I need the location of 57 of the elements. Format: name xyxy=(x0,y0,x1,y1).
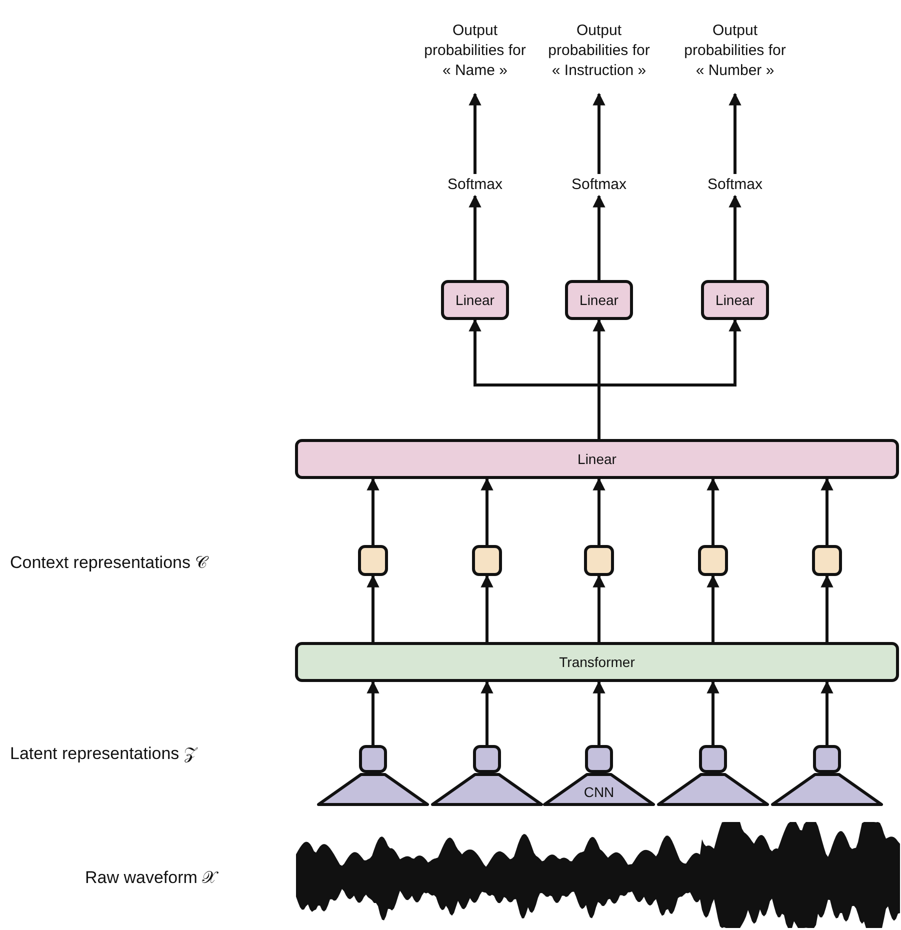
cnn-triangle xyxy=(543,773,655,806)
arrow xyxy=(820,574,834,642)
cnn-triangle xyxy=(657,773,769,806)
arrow xyxy=(728,92,742,174)
cnn-triangle xyxy=(317,773,429,806)
layer-box xyxy=(565,280,633,320)
cnn-triangle xyxy=(431,773,543,806)
arrow xyxy=(706,574,720,642)
vector-box xyxy=(585,745,613,773)
vector-box xyxy=(698,545,728,576)
output-label: Output probabilities for « Name » xyxy=(423,8,527,94)
output-label: Softmax xyxy=(559,174,639,196)
output-label: Softmax xyxy=(695,174,775,196)
vector-box xyxy=(699,745,727,773)
arrow xyxy=(706,680,720,745)
output-label: Output probabilities for « Instruction » xyxy=(547,8,651,94)
arrow xyxy=(706,478,720,545)
arrow xyxy=(820,680,834,745)
layer-box xyxy=(295,439,899,479)
node-label: Transformer xyxy=(559,653,635,672)
row-label: Context representations 𝒞 xyxy=(10,553,208,573)
arrow xyxy=(820,478,834,545)
arrow xyxy=(468,92,482,174)
arrow xyxy=(598,318,742,439)
row-label: Raw waveform 𝒳 xyxy=(85,868,218,888)
cnn-triangle xyxy=(771,773,883,806)
vector-box xyxy=(359,745,387,773)
node-label: Linear xyxy=(580,291,618,310)
node-label: Linear xyxy=(578,450,616,469)
vector-box xyxy=(472,545,502,576)
arrow xyxy=(366,680,380,745)
node-label: Linear xyxy=(456,291,494,310)
arrow xyxy=(592,194,606,280)
arrow xyxy=(592,574,606,642)
node-label: CNN xyxy=(584,783,614,802)
row-label: Latent representations 𝒵 xyxy=(10,744,197,764)
output-label: Output probabilities for « Number » xyxy=(683,8,787,94)
arrow xyxy=(480,478,494,545)
vector-box xyxy=(813,745,841,773)
arrow xyxy=(592,92,606,174)
vector-box xyxy=(584,545,614,576)
layer-box xyxy=(701,280,769,320)
arrow xyxy=(592,680,606,745)
layer-box xyxy=(295,642,899,682)
output-label: Softmax xyxy=(435,174,515,196)
arrow xyxy=(366,478,380,545)
layer-box xyxy=(441,280,509,320)
node-label: Linear xyxy=(716,291,754,310)
vector-box xyxy=(358,545,388,576)
vector-box xyxy=(473,745,501,773)
arrow xyxy=(480,680,494,745)
arrow xyxy=(728,194,742,280)
arrow xyxy=(366,574,380,642)
arrow xyxy=(480,574,494,642)
arrow xyxy=(592,478,606,545)
vector-box xyxy=(812,545,842,576)
arrow xyxy=(468,194,482,280)
